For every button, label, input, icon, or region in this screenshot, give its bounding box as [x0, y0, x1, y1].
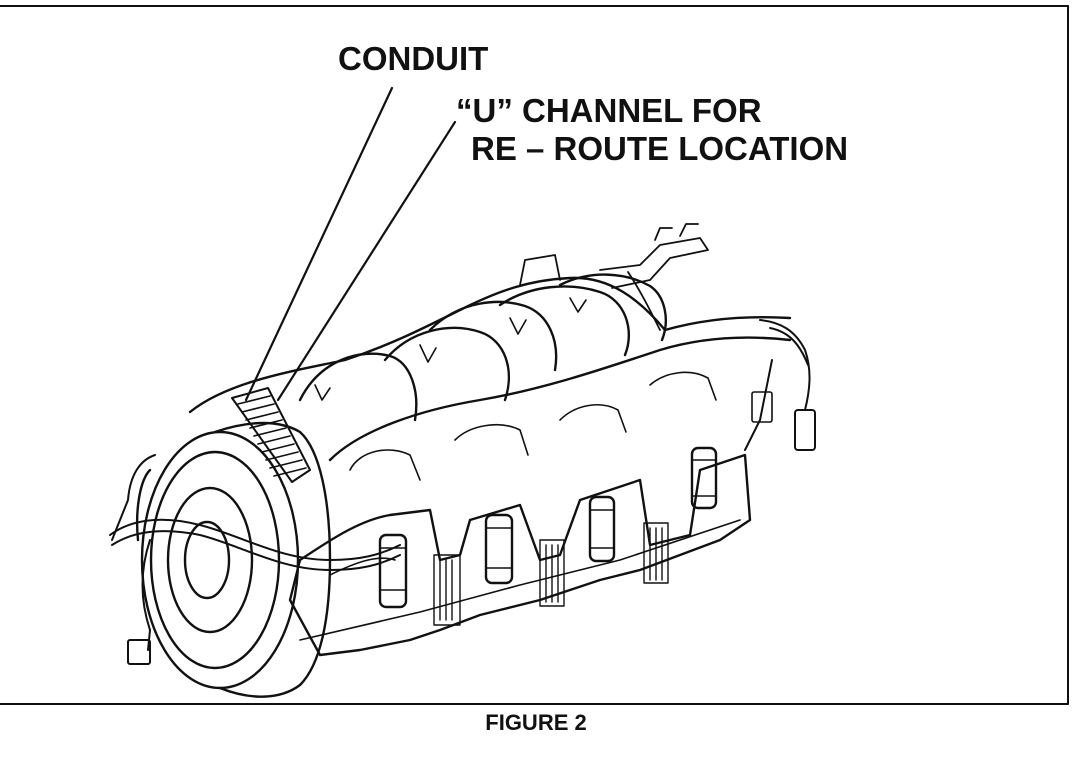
conduit-u-channel: [231, 387, 311, 483]
vacuum-fittings: [519, 223, 709, 331]
figure-caption: FIGURE 2: [485, 710, 587, 735]
leader-lines: [244, 86, 457, 402]
wiring-harness: [109, 319, 816, 665]
manifold-body: [188, 273, 792, 657]
throttle-body: [135, 421, 332, 698]
fuel-injectors: [378, 446, 718, 609]
conduit-label: CONDUIT: [338, 40, 489, 77]
runner-details: [314, 297, 717, 481]
border-lines: [0, 5, 1069, 705]
u-channel-label-line1: “U” CHANNEL FOR: [456, 92, 762, 129]
rail-blocks: [433, 522, 669, 626]
u-channel-label-line2: RE – ROUTE LOCATION: [471, 130, 849, 167]
